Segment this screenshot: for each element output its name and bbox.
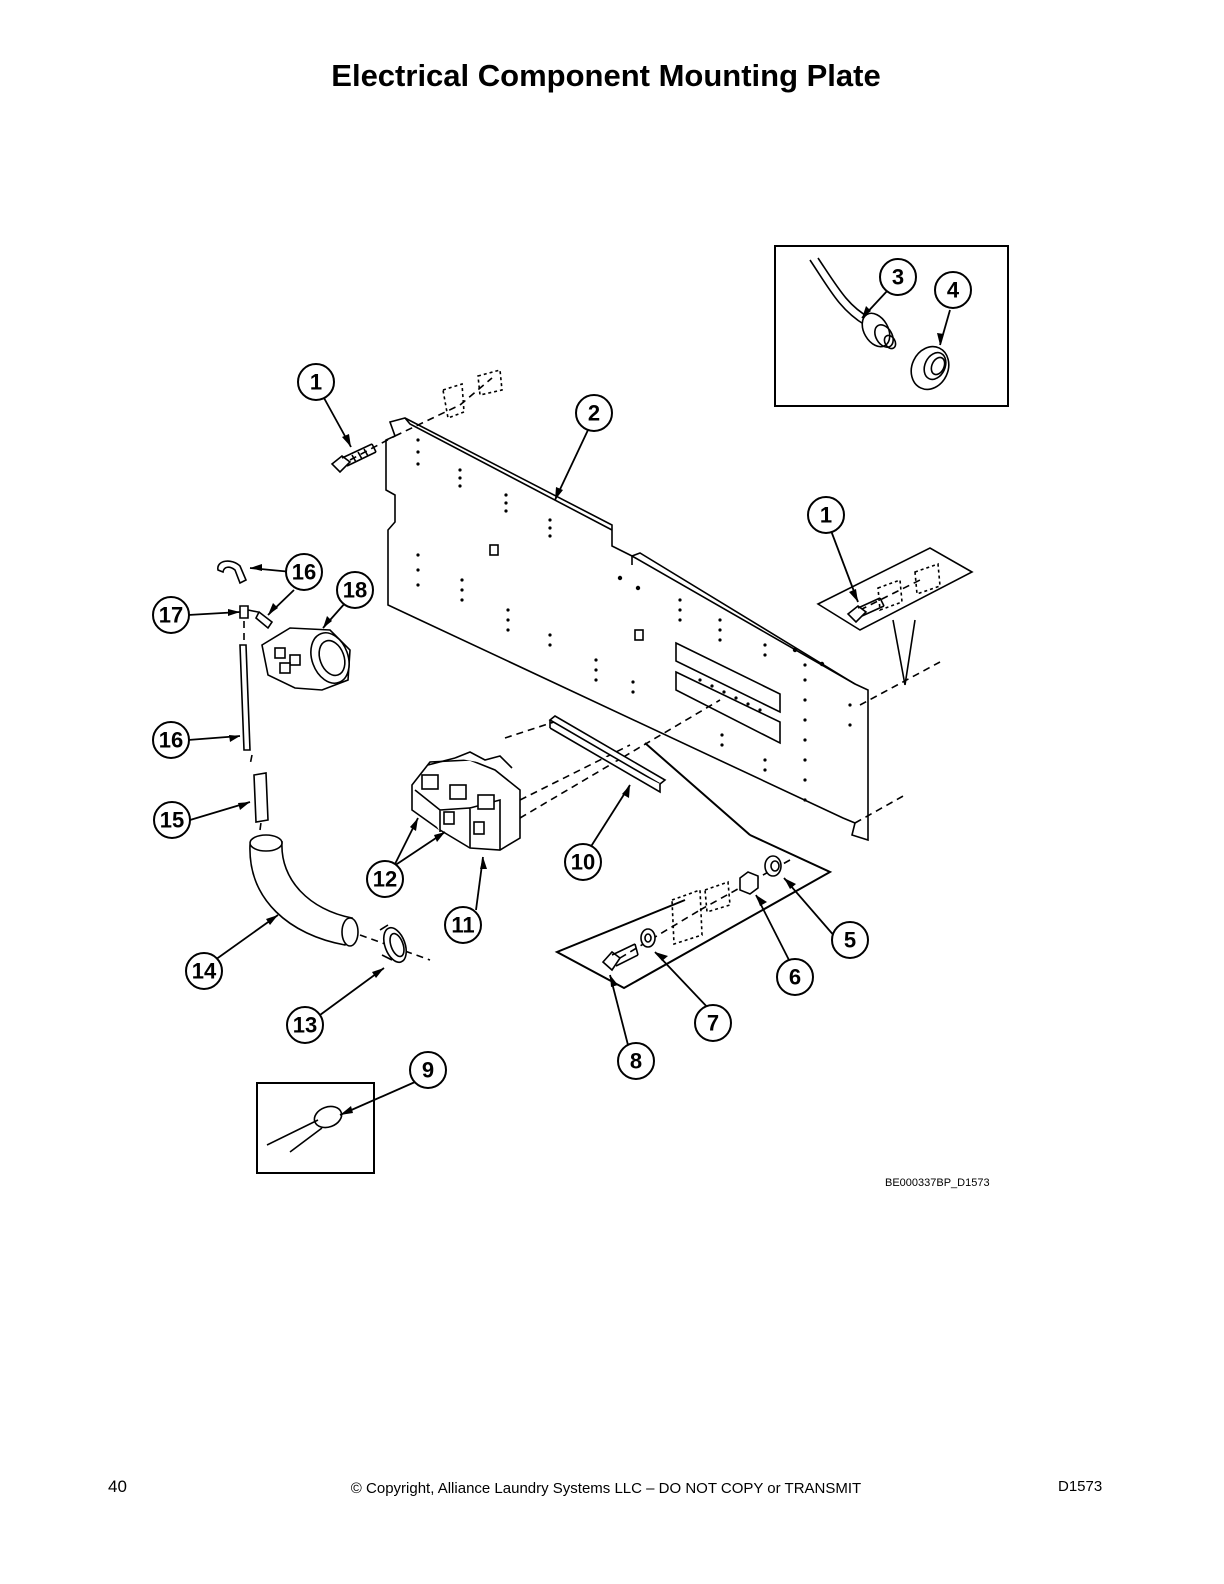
bolt-8 <box>601 943 639 972</box>
contactors <box>411 751 521 851</box>
hose-clamp <box>379 924 408 964</box>
wire-connector-9 <box>266 1105 343 1153</box>
inset-box-grommet <box>774 245 1009 407</box>
lower-inset-panel <box>554 742 833 990</box>
callout-13: 13 <box>293 1013 317 1038</box>
spacer-5-hole <box>770 860 780 872</box>
callout-3: 3 <box>892 265 904 290</box>
callout-16-lower: 16 <box>159 728 183 753</box>
callout-12: 12 <box>373 867 397 892</box>
callout-15: 15 <box>160 808 184 833</box>
tube-15 <box>253 772 269 823</box>
callout-6: 6 <box>789 965 801 990</box>
callout-8: 8 <box>630 1049 642 1074</box>
callout-9: 9 <box>422 1058 434 1083</box>
callout-4: 4 <box>947 278 960 303</box>
inset-box-connector <box>256 1082 375 1174</box>
pressure-switch <box>261 627 351 691</box>
screw-upper-left <box>330 443 377 474</box>
callout-2: 2 <box>588 401 600 426</box>
inset-panel-right <box>816 547 974 631</box>
washer-7 <box>640 928 656 948</box>
callout-17: 17 <box>159 603 183 628</box>
callout-7: 7 <box>707 1011 719 1036</box>
callout-18: 18 <box>343 578 367 603</box>
callout-16-upper: 16 <box>292 560 316 585</box>
din-rail <box>548 715 667 794</box>
callout-14: 14 <box>192 959 217 984</box>
nut-6 <box>739 871 759 895</box>
tube-16-long <box>239 644 251 751</box>
copyright-notice: © Copyright, Alliance Laundry Systems LL… <box>350 1480 862 1497</box>
leader-arrowheads <box>228 306 944 1115</box>
clip-nut-hidden <box>442 368 941 946</box>
tee-fitting <box>239 605 259 619</box>
callout-10: 10 <box>571 850 595 875</box>
small-tube <box>255 610 274 630</box>
plate-holes <box>416 438 852 802</box>
callout-5: 5 <box>844 928 856 953</box>
callout-11: 11 <box>451 913 474 938</box>
tube-16-short <box>217 560 248 585</box>
mounting-plate <box>385 417 869 842</box>
figure-id: BE000337BP_D1573 <box>885 1177 990 1189</box>
washer-7-hole <box>644 933 652 943</box>
page-title: Electrical Component Mounting Plate <box>331 58 881 93</box>
document-code: D1573 <box>1058 1478 1103 1495</box>
grommet <box>910 345 950 391</box>
wire-with-grommet <box>809 257 897 350</box>
screw-right <box>846 597 885 624</box>
leader-lines <box>187 289 951 1116</box>
page-number: 40 <box>108 1477 127 1496</box>
callout-circles <box>152 258 972 1089</box>
callout-1-right: 1 <box>820 503 832 528</box>
inset-leader-right <box>892 619 916 686</box>
callout-1-upper: 1 <box>310 370 322 395</box>
hose-elbow <box>249 834 359 947</box>
